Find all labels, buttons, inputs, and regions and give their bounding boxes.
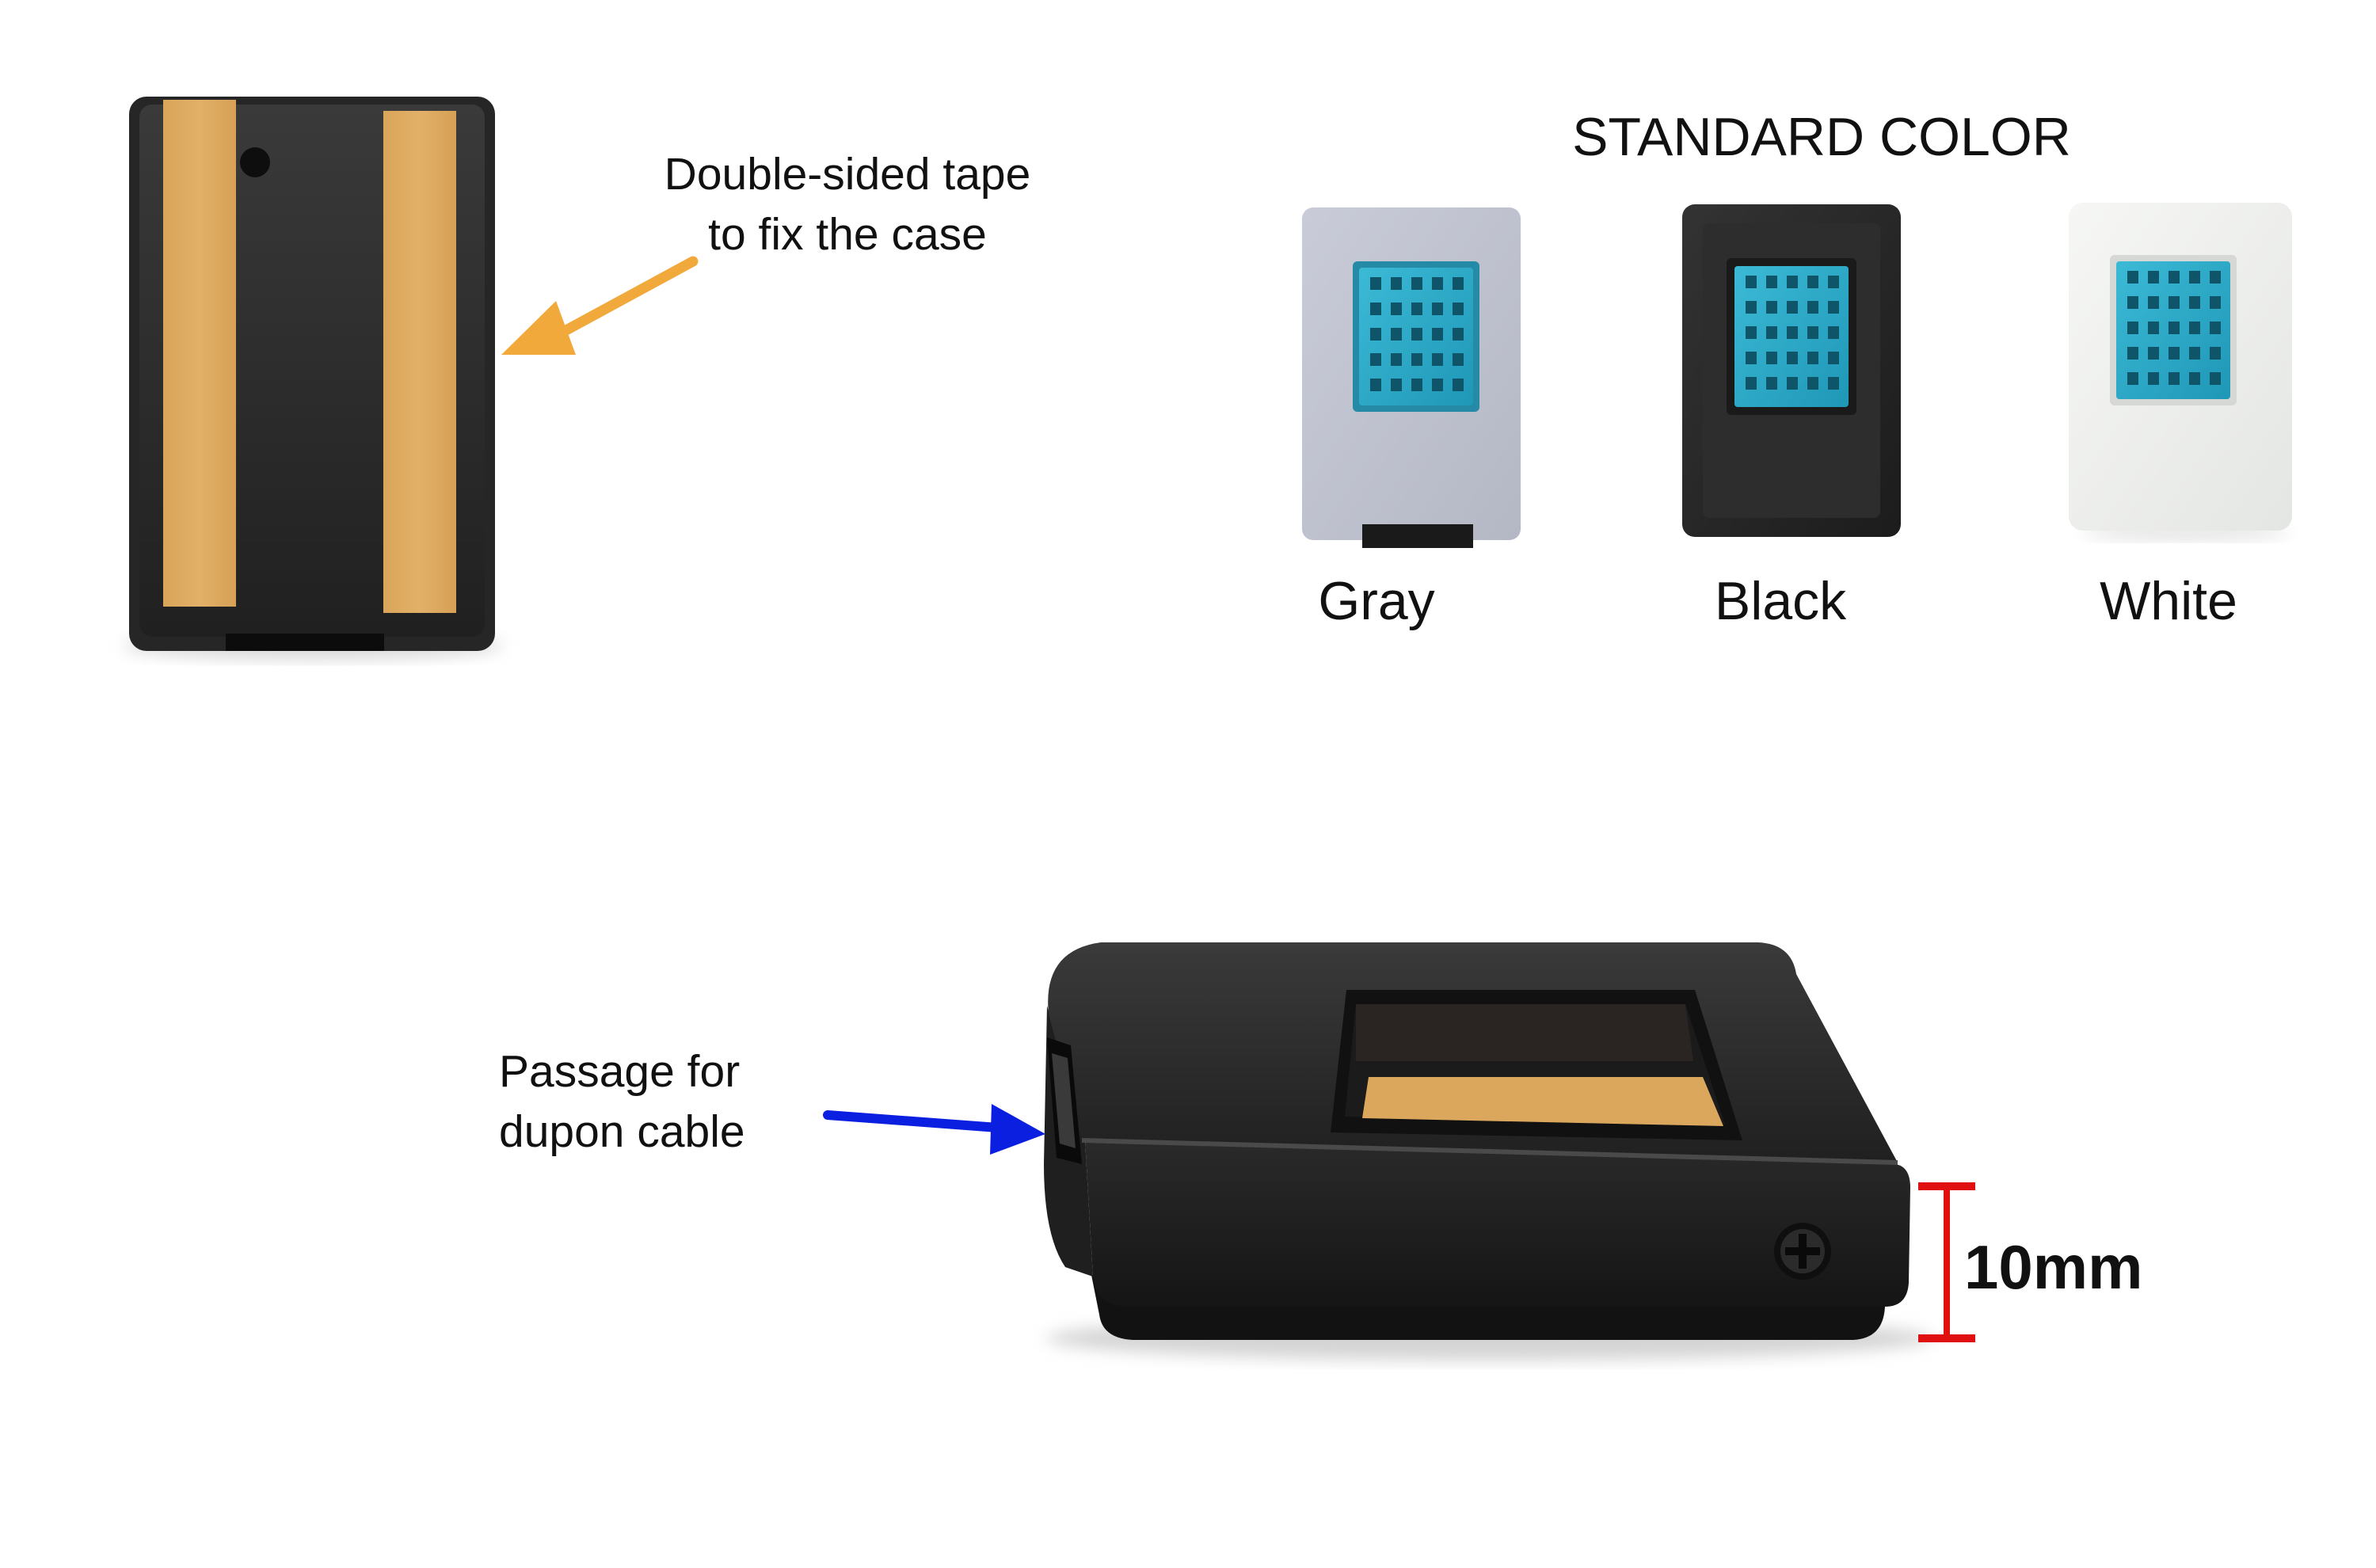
- black-case-variant: [1682, 204, 1901, 537]
- white-case-variant: [2069, 203, 2292, 540]
- tape-strip-left: [163, 100, 236, 607]
- mounting-hole-icon: [240, 147, 270, 177]
- tape-callout-label: Double-sided tape to fix the case: [610, 144, 1085, 265]
- tape-arrow-icon: [501, 256, 699, 355]
- color-name-gray: Gray: [1318, 571, 1435, 631]
- dimension-marker-icon: [1918, 1182, 1975, 1342]
- screw-icon: [1774, 1223, 1831, 1280]
- tape-callout-line-1: Double-sided tape: [664, 149, 1031, 200]
- tape-callout-line-2: to fix the case: [708, 209, 987, 260]
- passage-callout-line-2: dupon cable: [499, 1106, 745, 1157]
- standard-color-title: STANDARD COLOR: [1572, 107, 2071, 167]
- passage-arrow-icon: [823, 1104, 1045, 1155]
- passage-callout-line-1: Passage for: [499, 1046, 741, 1097]
- dimension-label: 10mm: [1964, 1232, 2143, 1302]
- color-name-white: White: [2100, 571, 2237, 631]
- color-name-black: Black: [1714, 571, 1847, 631]
- tape-strip-right: [383, 111, 456, 613]
- passage-callout-label: Passage for dupon cable: [499, 1041, 745, 1162]
- case-perspective-view: [1044, 942, 1932, 1361]
- case-back-with-tape: [123, 97, 503, 660]
- gray-case-variant: [1302, 207, 1521, 548]
